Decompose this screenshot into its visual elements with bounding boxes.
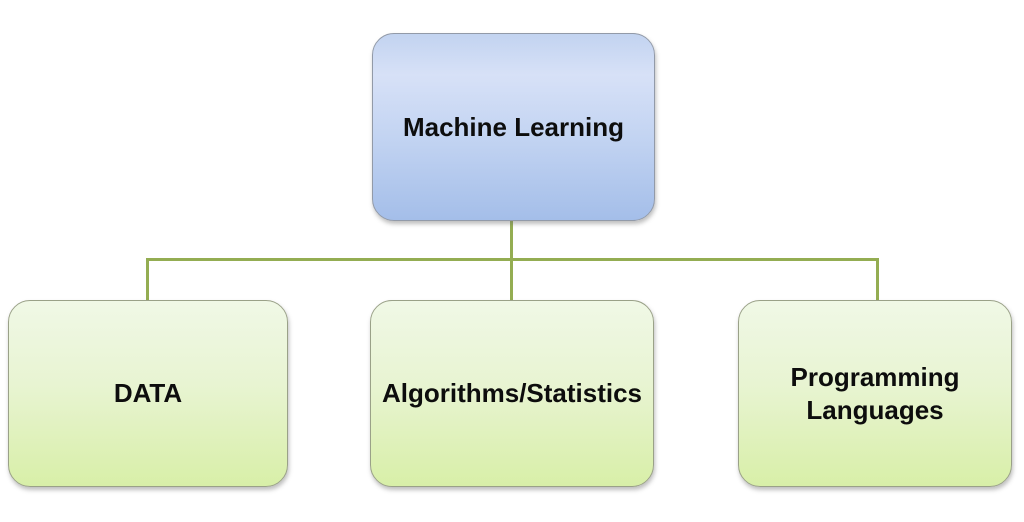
node-machine-learning: Machine Learning bbox=[372, 33, 655, 221]
node-programming-languages: Programming Languages bbox=[738, 300, 1012, 487]
connector-horizontal-rail bbox=[146, 258, 879, 261]
node-algorithms-statistics-label: Algorithms/Statistics bbox=[381, 378, 643, 409]
node-data: DATA bbox=[8, 300, 288, 487]
connector-right-vertical bbox=[876, 258, 879, 300]
connector-left-vertical bbox=[146, 258, 149, 300]
node-programming-languages-label: Programming Languages bbox=[790, 362, 960, 425]
node-algorithms-statistics: Algorithms/Statistics bbox=[370, 300, 654, 487]
node-machine-learning-label: Machine Learning bbox=[402, 111, 625, 142]
node-data-label: DATA bbox=[113, 378, 183, 409]
